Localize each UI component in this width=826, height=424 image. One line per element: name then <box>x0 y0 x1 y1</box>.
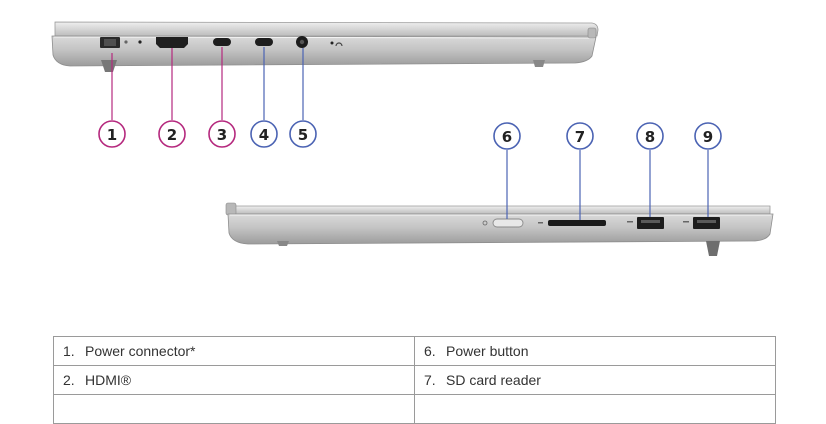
table-cell: 6. Power button <box>414 336 776 366</box>
table-row: 2. HDMI® 7. SD card reader <box>53 365 776 395</box>
ports-legend-table: 1. Power connector* 6. Power button 2. HDMI… <box>53 336 776 424</box>
table-cell: 1. Power connector* <box>53 336 415 366</box>
laptop-left-side-view <box>51 21 599 72</box>
table-row: 1. Power connector* 6. Power button <box>53 336 776 366</box>
item-label: Power button <box>446 343 529 359</box>
callout-circle <box>566 122 594 150</box>
table-row <box>53 394 776 424</box>
item-number: 6. <box>424 343 436 359</box>
callout-number: 5 <box>298 126 308 144</box>
callout-number: 4 <box>259 126 269 144</box>
callout-number: 3 <box>217 126 227 144</box>
item-label: HDMI® <box>85 372 132 388</box>
callout-number: 1 <box>107 126 117 144</box>
callout-number: 6 <box>502 128 512 146</box>
table-cell: 2. HDMI® <box>53 365 415 395</box>
item-number: 2. <box>63 372 75 388</box>
callout-circle <box>289 120 317 148</box>
callout-circle <box>208 120 236 148</box>
callout-circle <box>158 120 186 148</box>
callout-number: 7 <box>575 128 585 146</box>
callout-circle <box>98 120 126 148</box>
table-cell <box>53 394 415 424</box>
item-number: 7. <box>424 372 436 388</box>
table-cell: 7. SD card reader <box>414 365 776 395</box>
item-number: 1. <box>63 343 75 359</box>
callout-circle <box>636 122 664 150</box>
callout-circle <box>250 120 278 148</box>
callout-number: 2 <box>167 126 177 144</box>
item-label: Power connector* <box>85 343 196 359</box>
ports-diagram: 1 2 3 4 5 6 7 8 9 <box>51 21 774 256</box>
callout-number: 9 <box>703 128 713 146</box>
table-cell <box>414 394 776 424</box>
laptop-right-side-view <box>225 202 774 256</box>
callout-markers: 1 2 3 4 5 6 7 8 9 <box>98 47 722 220</box>
item-label: SD card reader <box>446 372 541 388</box>
callout-circle <box>493 122 521 150</box>
callout-number: 8 <box>645 128 655 146</box>
callout-circle <box>694 122 722 150</box>
